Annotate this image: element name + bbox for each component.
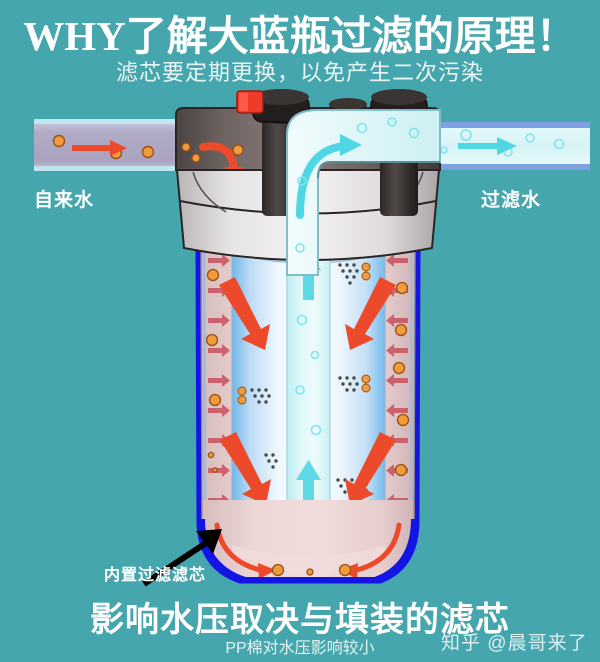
outlet-label: 过滤水 [481,190,542,211]
flow-arrows-chamber [219,277,396,505]
flow-arrow-inlet [72,140,127,156]
footer-headline: 影响水压取决与填装的滤芯 [90,602,510,639]
contaminant-dots-chamber [205,268,410,547]
cartridge-callout-label: 内置过滤滤芯 [104,567,207,584]
contaminant-dots-sump [271,563,352,577]
pressure-relief-button[interactable] [236,90,264,114]
outlet-pipe [420,122,590,170]
callout-arrow [142,529,222,587]
housing-sump [199,500,417,583]
outlet-riser-pipe [286,109,441,276]
flow-arrow-riser [296,134,362,219]
inlet-label: 自来水 [34,190,95,211]
bubbles-riser [295,117,420,253]
page-subtitle: 滤芯要定期更换，以免产生二次污染 [115,60,484,85]
page-title: WHY了解大蓝瓶过滤的原理！ [23,13,577,59]
footer-footnote: PP棉对水压影响较小 [225,640,375,657]
watermark: 知乎 @晨哥来了 [441,633,588,654]
flow-arrow-outlet [458,137,517,155]
